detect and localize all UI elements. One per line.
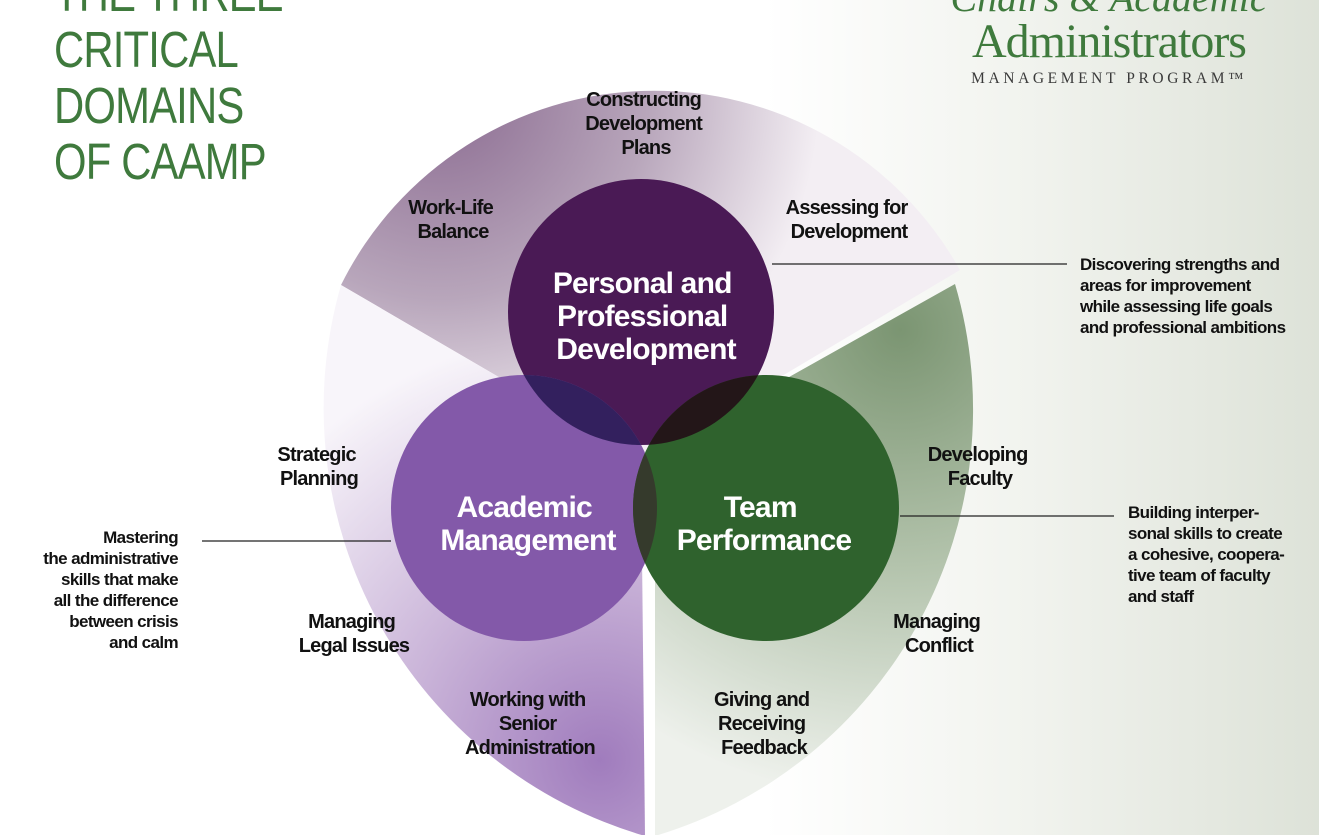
skill-managing-legal-issues: Managing Legal Issues (299, 611, 410, 657)
team-performance-circle (633, 375, 899, 641)
description-line: Discovering strengths and (1080, 255, 1280, 274)
skill-strategic-planning: Strategic Planning (277, 444, 360, 490)
description-line: areas for improvement (1080, 276, 1251, 295)
skill-giving-and-receiving-feedback: Giving and Receiving Feedback (714, 689, 814, 759)
personal-development-circle (508, 179, 774, 445)
description-line: all the difference (53, 591, 179, 610)
logo-chairs-academic: Chairs & Academic (929, 0, 1289, 18)
description-line: skills that make (60, 570, 179, 589)
personal-development-label: Personal and Professional Development (553, 267, 739, 366)
skill-work-life-balance: Work-Life Balance (408, 197, 497, 243)
description-line: a cohesive, coopera- (1128, 545, 1285, 564)
logo-administrators: Administrators (972, 15, 1247, 68)
title-line: DOMAINS (54, 77, 244, 134)
skill-constructing-development-plans: Constructing Development Plans (585, 89, 707, 159)
description-line: Building interper- (1128, 503, 1259, 522)
page-title: THE THREE CRITICAL DOMAINS OF CAAMP (54, 0, 284, 190)
team-performance-description: Building interper- sonal skills to creat… (1128, 502, 1285, 607)
title-line: CRITICAL (54, 21, 239, 78)
title-line: THE THREE (54, 0, 284, 22)
caamp-logo: Chairs & Academic Administrators MANAGEM… (929, 0, 1289, 88)
description-line: sonal skills to create (1128, 524, 1283, 543)
skill-working-with-senior-administration: Working with Senior Administration (465, 689, 595, 759)
academic-management-label: Academic Management (440, 491, 616, 557)
logo-management-program: MANAGEMENT PROGRAM™ (971, 70, 1247, 87)
personal-development-description: Discovering strengths and areas for impr… (1080, 254, 1286, 338)
team-performance-label: Team Performance (677, 491, 852, 557)
skill-developing-faculty: Developing Faculty (928, 444, 1033, 490)
description-line: the administrative (43, 549, 178, 568)
description-line: and calm (109, 633, 179, 652)
description-line: Mastering (103, 528, 179, 547)
description-line: tive team of faculty (1128, 566, 1271, 585)
skill-assessing-for-development: Assessing for Development (786, 197, 913, 243)
title-line: OF CAAMP (54, 133, 267, 190)
description-line: between crisis (69, 612, 178, 631)
skill-managing-conflict: Managing Conflict (893, 611, 985, 657)
academic-management-description: Mastering the administrative skills that… (43, 527, 178, 653)
description-line: and staff (1128, 587, 1194, 606)
description-line: while assessing life goals (1080, 297, 1273, 316)
description-line: and professional ambitions (1080, 318, 1286, 337)
academic-management-circle (391, 375, 657, 641)
